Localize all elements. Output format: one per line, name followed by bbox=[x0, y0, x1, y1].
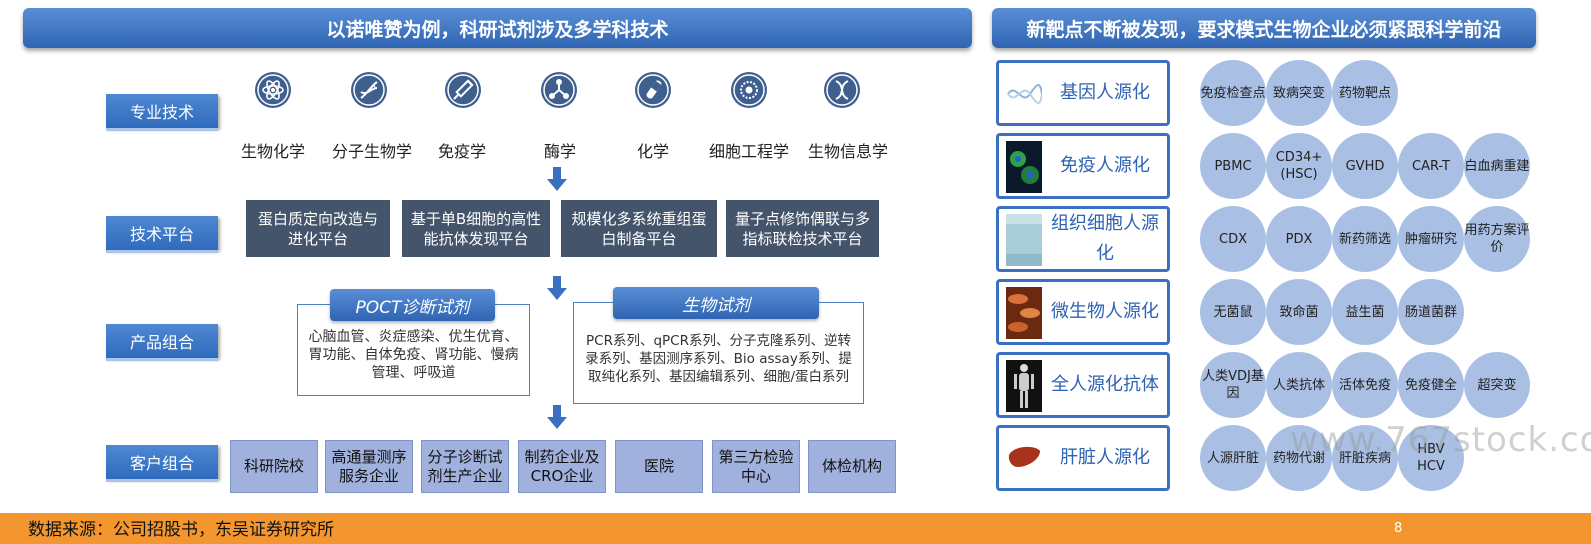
model-label: 组织细胞人源化 bbox=[1051, 213, 1159, 264]
watermark: www.767stock.com bbox=[1290, 420, 1591, 460]
feature-circle: 人类VDJ基因 bbox=[1200, 352, 1266, 418]
platform-box: 量子点修饰偶联与多指标联检技术平台 bbox=[726, 200, 879, 257]
model-label: 全人源化抗体 bbox=[1051, 374, 1159, 395]
feature-circle: 药物靶点 bbox=[1332, 60, 1398, 126]
feature-circle: 免疫检查点 bbox=[1200, 60, 1266, 126]
platform-box: 规模化多系统重组蛋白制备平台 bbox=[561, 200, 717, 257]
customer-box: 制药企业及CRO企业 bbox=[518, 440, 606, 493]
platform-box: 基于单B细胞的高性能抗体发现平台 bbox=[402, 200, 550, 257]
model-label: 微生物人源化 bbox=[1051, 301, 1159, 322]
atom-icon bbox=[255, 72, 291, 108]
customer-box: 分子诊断试剂生产企业 bbox=[421, 440, 509, 493]
feature-circle: 白血病重建 bbox=[1464, 133, 1530, 199]
tech-label: 酶学 bbox=[543, 142, 576, 161]
bio-products-box: PCR系列、qPCR系列、分子克隆系列、逆转录系列、基因测序系列、Bio ass… bbox=[573, 302, 864, 404]
dna-image bbox=[1007, 84, 1042, 104]
bioinformatics-icon bbox=[824, 72, 860, 108]
feature-circle: 肿瘤研究 bbox=[1398, 206, 1464, 272]
customer-box: 医院 bbox=[615, 440, 703, 493]
row-label-specialty: 专业技术 bbox=[106, 94, 218, 131]
tech-label: 生物信息学 bbox=[807, 142, 888, 161]
left-banner: 以诺唯赞为例，科研试剂涉及多学科技术 bbox=[23, 8, 972, 48]
immune-cell-image bbox=[1006, 141, 1042, 193]
model-box-gene: 基因人源化 bbox=[996, 60, 1170, 126]
feature-circle: 超突变 bbox=[1464, 352, 1530, 418]
right-banner: 新靶点不断被发现，要求模式生物企业必须紧跟科学前沿 bbox=[992, 8, 1536, 48]
tissue-image bbox=[1006, 214, 1042, 266]
platform-box: 蛋白质定向改造与进化平台 bbox=[246, 200, 390, 257]
feature-circle: 人类抗体 bbox=[1266, 352, 1332, 418]
feature-circle: GVHD bbox=[1332, 133, 1398, 199]
feature-circle: 新药筛选 bbox=[1332, 206, 1398, 272]
down-arrow-icon bbox=[547, 405, 567, 429]
feature-circle: 肝脏疾病 bbox=[1332, 425, 1398, 491]
syringe-icon bbox=[445, 72, 481, 108]
page-number: 8 bbox=[1394, 521, 1403, 536]
source-note: 数据来源：公司招股书，东吴证券研究所 bbox=[28, 520, 334, 540]
customer-box: 第三方检验中心 bbox=[712, 440, 800, 493]
feature-circle: 致命菌 bbox=[1266, 279, 1332, 345]
liver-image bbox=[1008, 446, 1040, 467]
down-arrow-icon bbox=[547, 167, 567, 191]
feature-circle: 活体免疫 bbox=[1332, 352, 1398, 418]
customer-box: 科研院校 bbox=[230, 440, 318, 493]
customer-box: 高通量测序服务企业 bbox=[325, 440, 413, 493]
feature-circle: 益生菌 bbox=[1332, 279, 1398, 345]
tech-label: 生物化学 bbox=[240, 142, 305, 161]
feature-circle: CD34+(HSC) bbox=[1266, 133, 1332, 199]
tech-label: 分子生物学 bbox=[331, 142, 412, 161]
model-label: 免疫人源化 bbox=[1060, 155, 1150, 176]
model-box-antibody: 全人源化抗体 bbox=[996, 352, 1170, 418]
feature-circle: 免疫健全 bbox=[1398, 352, 1464, 418]
tech-label: 免疫学 bbox=[437, 142, 486, 161]
cell-icon bbox=[731, 72, 767, 108]
feature-circle: PDX bbox=[1266, 206, 1332, 272]
row-label-customer: 客户组合 bbox=[106, 445, 218, 482]
feature-circle: 肠道菌群 bbox=[1398, 279, 1464, 345]
feature-circle: CAR-T bbox=[1398, 133, 1464, 199]
bio-title: 生物试剂 bbox=[613, 287, 819, 319]
model-box-tissue: 组织细胞人源化 bbox=[996, 206, 1170, 272]
down-arrow-icon bbox=[547, 276, 567, 300]
feature-circle: PBMC bbox=[1200, 133, 1266, 199]
tech-label: 化学 bbox=[636, 142, 669, 161]
model-box-immune: 免疫人源化 bbox=[996, 133, 1170, 199]
feature-circle: 用药方案评价 bbox=[1464, 206, 1530, 272]
row-label-product: 产品组合 bbox=[106, 324, 218, 361]
model-label: 肝脏人源化 bbox=[1060, 447, 1150, 468]
human-body-image bbox=[1006, 360, 1042, 412]
tech-label: 细胞工程学 bbox=[708, 142, 789, 161]
feature-circle: 药物代谢 bbox=[1266, 425, 1332, 491]
model-box-microbe: 微生物人源化 bbox=[996, 279, 1170, 345]
row-label-platform: 技术平台 bbox=[106, 216, 218, 253]
test-tube-icon bbox=[635, 72, 671, 108]
microbe-image bbox=[1006, 287, 1042, 339]
feature-circle: HBV HCV bbox=[1398, 425, 1464, 491]
customer-box: 体检机构 bbox=[808, 440, 896, 493]
molecule-icon bbox=[541, 72, 577, 108]
feature-circle: 无菌鼠 bbox=[1200, 279, 1266, 345]
footer-bar: 数据来源：公司招股书，东吴证券研究所 8 bbox=[0, 513, 1591, 544]
poct-title: POCT诊断试剂 bbox=[330, 289, 495, 321]
dna-icon bbox=[351, 72, 387, 108]
feature-circle: 致病突变 bbox=[1266, 60, 1332, 126]
feature-circle: CDX bbox=[1200, 206, 1266, 272]
feature-circle: 人源肝脏 bbox=[1200, 425, 1266, 491]
model-box-liver: 肝脏人源化 bbox=[996, 425, 1170, 491]
model-label: 基因人源化 bbox=[1060, 82, 1150, 103]
